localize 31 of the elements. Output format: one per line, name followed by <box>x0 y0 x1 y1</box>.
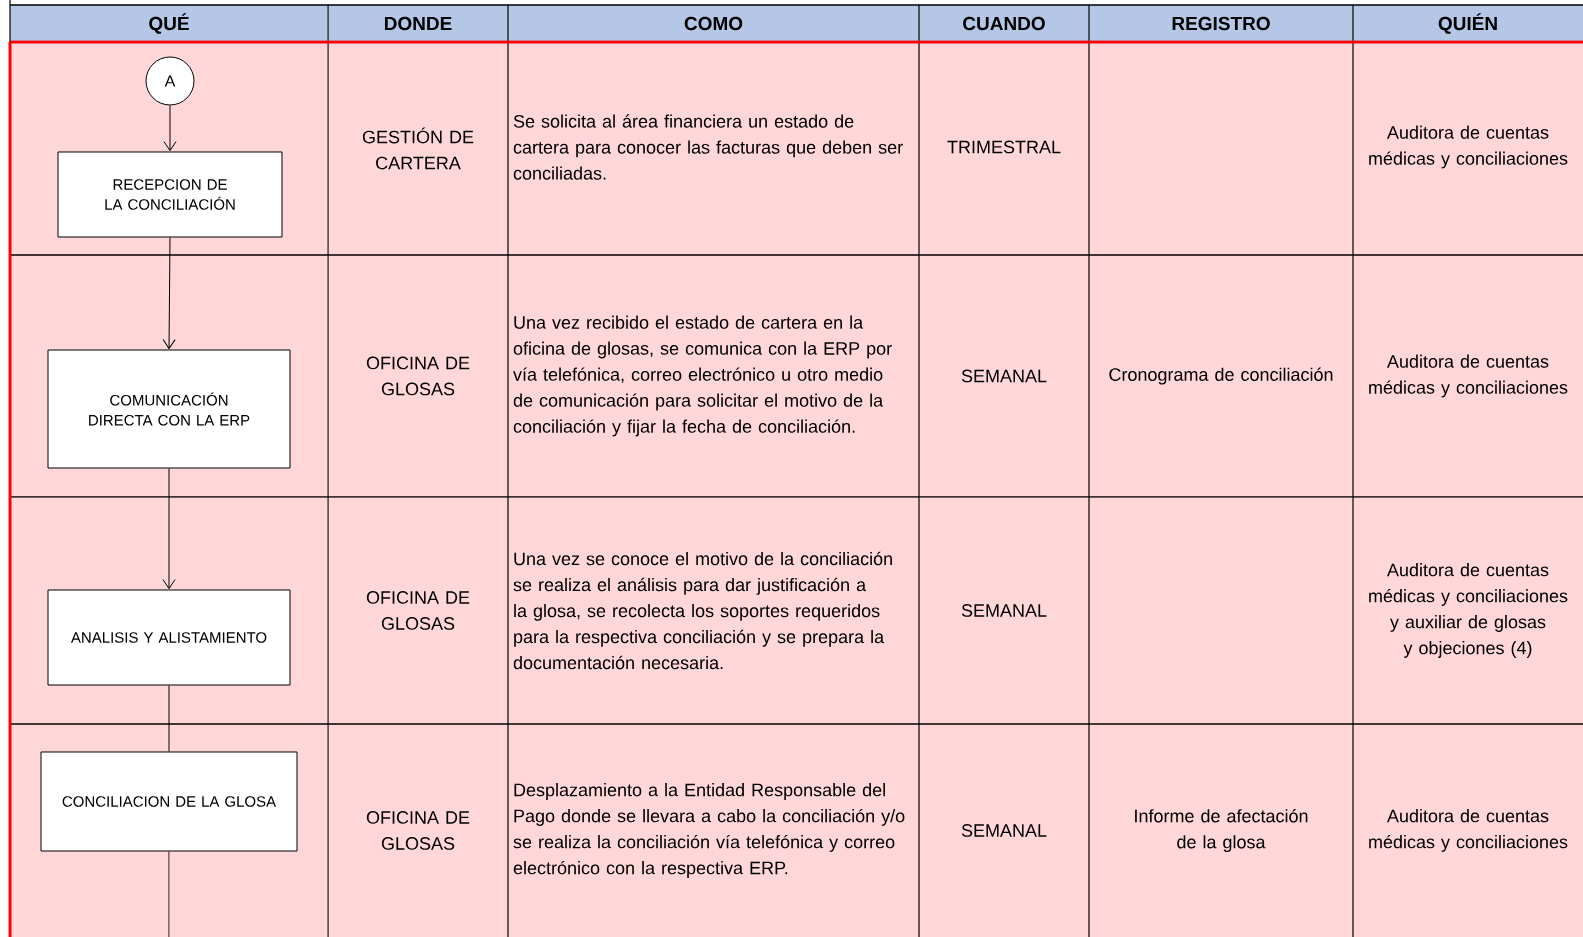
column-header: CUANDO <box>963 16 1045 31</box>
column-header: DONDE <box>384 16 452 31</box>
description-text: Se solicita al área financiera un estado de cartera para conocer las facturas que deben ser conciliadas. <box>513 114 903 180</box>
description-text: Una vez se conoce el motivo de la conciliación se realiza el análisis para dar justificación a la glosa, se recolecta los soportes requeridos para la respectiva conciliación y se prepara la documentación necesaria. <box>513 551 892 670</box>
column-header: QUÉ <box>149 13 189 34</box>
process-box: ANALISIS Y ALISTAMIENTO <box>47 589 291 686</box>
description-text: Desplazamiento a la Entidad Responsable del Pago donde se llevara a cabo la conciliación y/o se realiza la conciliación vía telefónica y correo electrónico con la respectiva ERP. <box>513 783 905 878</box>
cell-text: SEMANAL <box>961 369 1047 383</box>
cell-text: GESTIÓN DE CARTERA <box>362 127 474 170</box>
column-header: QUIÉN <box>1438 13 1497 34</box>
cell-text: Auditora de cuentas médicas y conciliaciones <box>1369 125 1568 169</box>
column-header: COMO <box>684 16 743 31</box>
cell-text: Auditora de cuentas médicas y conciliaciones <box>1369 809 1568 852</box>
cell-text: SEMANAL <box>961 824 1047 837</box>
cell-text: Informe de afectación de la glosa <box>1135 809 1308 852</box>
cell-text: OFICINA DE GLOSAS <box>366 811 470 850</box>
process-box: CONCILIACION DE LA GLOSA <box>40 751 298 852</box>
description-text: Una vez recibido el estado de cartera en la oficina de glosas, se comunica con la ERP por vía telefónica, correo electrónico u otro medio de comunicación para solicitar el motivo de la conciliación y fijar la fecha de conciliación. <box>513 315 892 437</box>
column-header: REGISTRO <box>1172 16 1270 31</box>
arrow <box>162 237 176 350</box>
cell-text: OFICINA DE GLOSAS <box>366 356 470 396</box>
cell-text: OFICINA DE GLOSAS <box>366 591 470 630</box>
cell-text: Cronograma de conciliación <box>1109 367 1333 385</box>
arrow <box>162 468 176 590</box>
cell-text: Auditora de cuentas médicas y conciliaciones y auxiliar de glosas y objeciones (4) <box>1369 563 1568 658</box>
cell-text: TRIMESTRAL <box>947 140 1061 154</box>
cell-text: Auditora de cuentas médicas y conciliaciones <box>1369 354 1568 398</box>
process-box: COMUNICACIÓN DIRECTA CON LA ERP <box>47 349 291 469</box>
arrow <box>163 105 177 152</box>
process-box: RECEPCION DE LA CONCILIACIÓN <box>57 151 283 238</box>
cell-text: SEMANAL <box>961 604 1047 617</box>
